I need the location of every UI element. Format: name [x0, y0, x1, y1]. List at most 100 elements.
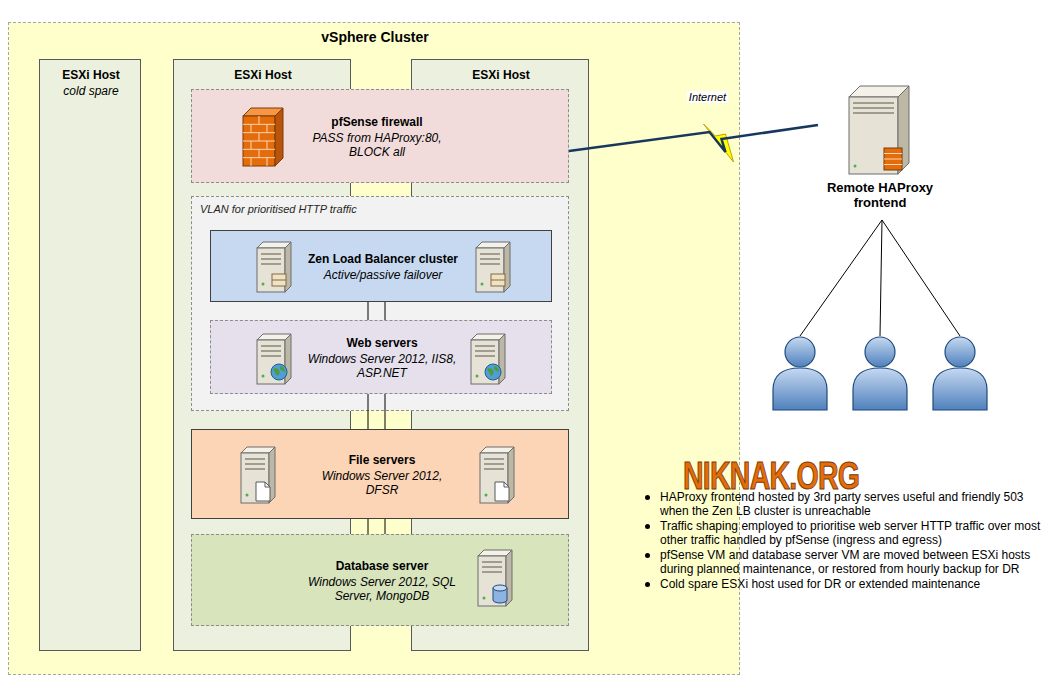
note-list: HAProxy frontend hosted by 3rd party ser…: [642, 490, 1044, 592]
drive-bay: [261, 253, 281, 255]
node-detail: Windows Server 2012, DFSR: [307, 469, 457, 497]
brick-line: [884, 164, 902, 165]
node-detail: Windows Server 2012, SQL Server, MongoDB: [307, 575, 457, 603]
drive-bay: [484, 458, 504, 460]
drive-bay: [482, 561, 502, 563]
note-item: pfSense VM and database server VM are mo…: [642, 548, 1044, 576]
connector-label: Internet: [687, 91, 728, 103]
server-icon: [256, 333, 292, 385]
user-head: [945, 337, 975, 367]
node-heading: vSphere Cluster: [9, 29, 741, 45]
text-block: Remote HAProxy frontend: [818, 180, 942, 210]
drive-bay: [484, 468, 504, 470]
power-led: [485, 494, 488, 497]
server-icon: [477, 549, 513, 607]
text-block: pfSense firewallPASS from HAProxy:80, BL…: [292, 115, 462, 159]
node-heading: pfSense firewall: [292, 115, 462, 129]
brick-line: [884, 153, 902, 154]
remote-server: Remote HAProxy frontend: [818, 82, 942, 222]
power-led: [476, 375, 479, 378]
balancer-line: [272, 280, 286, 281]
node-detail: Windows Server 2012, IIS8, ASP.NET: [307, 352, 457, 380]
node-heading: File servers: [307, 453, 457, 467]
bullet-dot: [645, 582, 650, 587]
power-led: [483, 597, 486, 600]
link-line: [368, 394, 369, 429]
power-led: [262, 283, 265, 286]
text-block: Web serversWindows Server 2012, IIS8, AS…: [307, 336, 457, 380]
balancer-badge: [491, 274, 505, 286]
document-fold: [504, 482, 509, 487]
drive-bay: [853, 107, 894, 109]
node-heading: Zen Load Balancer cluster: [298, 252, 468, 266]
vlan-region: VLAN for prioritised HTTP trafficZen Loa…: [191, 196, 569, 411]
note-text: Traffic shaping employed to prioritise w…: [660, 519, 1044, 547]
note-item: HAProxy frontend hosted by 3rd party ser…: [642, 490, 1044, 518]
drive-bay: [480, 258, 500, 260]
note-text: HAProxy frontend hosted by 3rd party ser…: [660, 490, 1044, 518]
globe-land: [273, 366, 285, 376]
server-front: [257, 248, 285, 292]
brick-joint: [251, 124, 252, 132]
user-body: [933, 368, 987, 410]
server-icon: [475, 241, 511, 293]
document-badge: [495, 482, 509, 501]
drive-bay: [484, 463, 504, 465]
firewall-box: pfSense firewallPASS from HAProxy:80, BL…: [191, 89, 569, 183]
globe-land: [487, 366, 499, 376]
text-block: VLAN for prioritised HTTP traffic: [200, 203, 560, 215]
drive-bay: [245, 468, 265, 470]
drive-bay: [482, 571, 502, 573]
power-led: [854, 165, 857, 168]
link-line: [368, 519, 369, 534]
server-icon: [256, 241, 292, 293]
drive-bay: [853, 102, 894, 104]
drive-bay: [480, 253, 500, 255]
server-icon: [479, 446, 515, 504]
user-head: [865, 337, 895, 367]
server-front: [478, 556, 506, 606]
brick-joint: [267, 158, 268, 166]
power-led: [481, 283, 484, 286]
power-led: [262, 375, 265, 378]
user-body: [773, 368, 827, 410]
brick-joint: [259, 149, 260, 157]
server-front: [241, 453, 269, 503]
brick-joint: [259, 133, 260, 141]
process-box: Web serversWindows Server 2012, IIS8, AS…: [210, 320, 552, 394]
text-block: Zen Load Balancer clusterActive/passive …: [298, 252, 468, 282]
drive-bay: [482, 566, 502, 568]
link-line: [385, 519, 386, 534]
document-badge: [256, 482, 270, 501]
wall-side: [275, 108, 283, 166]
drive-bay: [261, 345, 281, 347]
brick-joint: [251, 141, 252, 149]
brick-joint: [267, 141, 268, 149]
brick-line: [884, 159, 902, 160]
drive-bay: [475, 345, 495, 347]
link-line: [385, 394, 386, 429]
text-block: vSphere Cluster: [9, 29, 741, 45]
drive-bay: [853, 112, 894, 114]
bullet-dot: [645, 524, 650, 529]
bullet-dot: [645, 495, 650, 500]
node-heading: Database server: [307, 559, 457, 573]
node-heading: ESXi Host: [412, 68, 590, 82]
globe-badge: [271, 364, 287, 380]
node-heading: Web servers: [307, 336, 457, 350]
document-fold: [265, 482, 270, 487]
process-box: File serversWindows Server 2012, DFSR: [191, 429, 569, 519]
bullet-dot: [645, 553, 650, 558]
drive-bay: [261, 263, 281, 265]
drive-bay: [261, 350, 281, 352]
balancer-line: [491, 280, 505, 281]
server-front: [480, 453, 508, 503]
brick-joint: [259, 116, 260, 124]
process-box: Zen Load Balancer clusterActive/passive …: [210, 230, 552, 302]
brick-joint: [267, 124, 268, 132]
text-block: File serversWindows Server 2012, DFSR: [307, 453, 457, 497]
node-detail: PASS from HAProxy:80, BLOCK all: [292, 131, 462, 159]
text-block: ESXi Hostcold spare: [40, 68, 142, 98]
note-item: Traffic shaping employed to prioritise w…: [642, 519, 1044, 547]
